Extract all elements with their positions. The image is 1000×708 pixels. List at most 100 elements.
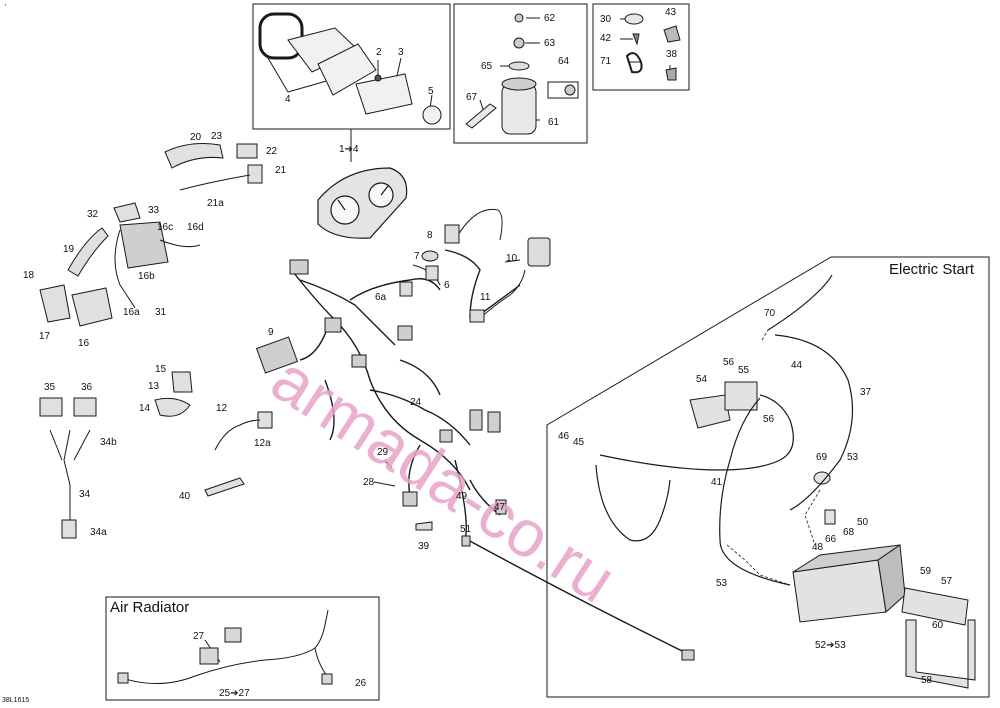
- plate-14: [154, 397, 191, 417]
- callout-46: 46: [558, 431, 570, 442]
- air-radiator-box: [105, 596, 380, 701]
- callout-44: 44: [791, 360, 803, 371]
- coil-8: [444, 224, 460, 244]
- callout-32: 32: [87, 209, 99, 220]
- cap-69: [813, 471, 831, 485]
- callout-28: 28: [363, 477, 375, 488]
- corner-mark: ′: [5, 4, 7, 11]
- callout-43: 43: [665, 7, 677, 18]
- switch-21: [247, 164, 263, 184]
- switch-22: [236, 143, 258, 159]
- instrument-cluster: [317, 167, 408, 239]
- callout-58: 58: [921, 675, 933, 686]
- part-7: [421, 250, 439, 262]
- callout-52-53: 52➔53: [815, 640, 846, 651]
- main-harness: [289, 249, 691, 656]
- callout-34: 34: [79, 489, 91, 500]
- callout-2: 2: [376, 47, 382, 58]
- callout-38: 38: [666, 49, 678, 60]
- callout-66: 66: [825, 534, 837, 545]
- switch-35: [39, 397, 63, 417]
- callout-8: 8: [427, 230, 433, 241]
- callout-29: 29: [377, 447, 389, 458]
- callout-30: 30: [600, 14, 612, 25]
- connector-34a: [61, 519, 77, 539]
- callout-36: 36: [81, 382, 93, 393]
- callout-21: 21: [275, 165, 287, 176]
- callout-27: 27: [193, 631, 205, 642]
- callout-67: 67: [466, 92, 478, 103]
- callout-5: 5: [428, 86, 434, 97]
- callout-21a: 21a: [207, 198, 224, 209]
- pressure-sensor: [422, 105, 442, 125]
- callout-37: 37: [860, 387, 872, 398]
- callout-16c: 16c: [157, 222, 174, 233]
- callout-45: 45: [573, 437, 585, 448]
- callout-59: 59: [920, 566, 932, 577]
- callout-22: 22: [266, 146, 278, 157]
- callout-3: 3: [398, 47, 404, 58]
- connector-12a: [257, 411, 273, 429]
- callout-56-upper: 56: [723, 357, 735, 368]
- callout-56-lower: 56: [763, 414, 775, 425]
- callout-68: 68: [843, 527, 855, 538]
- callout-26: 26: [355, 678, 367, 689]
- callout-11: 11: [480, 292, 491, 303]
- gauge-backplate: [355, 73, 413, 115]
- strap-57: [901, 587, 969, 626]
- callout-55: 55: [738, 365, 750, 376]
- fuel-cap-detail-box: [453, 3, 588, 144]
- callout-65: 65: [481, 61, 493, 72]
- callout-20: 20: [190, 132, 202, 143]
- switch-housing-16b: [119, 221, 169, 269]
- callout-34b: 34b: [100, 437, 117, 448]
- relay-13: [171, 371, 193, 393]
- bracket-54: [689, 394, 731, 429]
- callout-6a: 6a: [375, 292, 387, 303]
- part-30: [624, 13, 644, 25]
- socket-10: [527, 237, 551, 267]
- callout-54: 54: [696, 374, 708, 385]
- harness-connectors: [255, 259, 695, 661]
- fuel-key: [465, 103, 497, 129]
- part-6a: [399, 281, 413, 297]
- relay-27b: [224, 627, 242, 643]
- callout-17: 17: [39, 331, 51, 342]
- air-radiator-title: Air Radiator: [110, 599, 190, 616]
- callout-60: 60: [932, 620, 944, 631]
- callout-24: 24: [410, 397, 422, 408]
- bezel-seal: [258, 12, 304, 60]
- part-66: [824, 509, 836, 525]
- fuel-cap-body: [501, 83, 537, 135]
- callout-16: 16: [78, 338, 90, 349]
- callout-16d: 16d: [187, 222, 204, 233]
- callout-34a: 34a: [90, 527, 107, 538]
- callout-71: 71: [600, 56, 612, 67]
- callout-13: 13: [148, 381, 160, 392]
- callout-1-4: 1➔4: [339, 144, 359, 155]
- gauge-housing: [317, 43, 377, 96]
- callout-47: 47: [494, 502, 506, 513]
- holder-58: [905, 619, 976, 689]
- part-6: [425, 265, 439, 281]
- diagram-code: 38L1615: [2, 697, 30, 704]
- callout-63: 63: [544, 38, 556, 49]
- callout-40: 40: [179, 491, 191, 502]
- callout-12a: 12a: [254, 438, 271, 449]
- callout-64: 64: [558, 56, 570, 67]
- callout-39: 39: [418, 541, 430, 552]
- callout-4: 4: [285, 94, 291, 105]
- callout-16a: 16a: [123, 307, 140, 318]
- housing-16: [71, 287, 113, 327]
- callout-23: 23: [211, 131, 223, 142]
- callout-6: 6: [444, 280, 450, 291]
- callout-41: 41: [711, 477, 723, 488]
- callout-53-upper: 53: [847, 452, 859, 463]
- callout-18: 18: [23, 270, 35, 281]
- clip-71: [625, 52, 643, 74]
- callout-53-lower: 53: [716, 578, 728, 589]
- solenoid-55: [724, 381, 758, 411]
- hardware-detail-box: [592, 3, 690, 91]
